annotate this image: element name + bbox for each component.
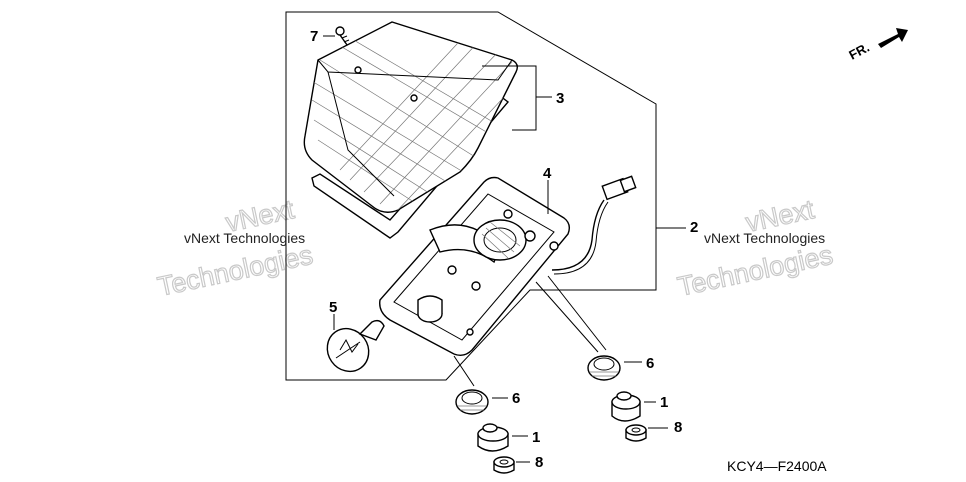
- housing-part-4: [379, 176, 571, 357]
- watermark-right-big-line2: Technologies: [675, 240, 835, 302]
- callout-2: 2: [690, 219, 698, 236]
- bulb-part-5: [326, 314, 385, 373]
- front-direction-indicator: FR.: [846, 28, 908, 63]
- callout-5: 5: [329, 299, 337, 316]
- leader-3: [482, 65, 552, 131]
- watermark-left-small: vNext Technologies: [184, 230, 305, 246]
- callout-3: 3: [556, 90, 564, 107]
- leaders-grommets: [453, 275, 607, 387]
- callout-7: 7: [310, 28, 318, 45]
- watermark-right-small: vNext Technologies: [704, 230, 825, 246]
- lens-gasket: [311, 95, 510, 239]
- watermark-left: vNext Technologies: [154, 193, 316, 302]
- watermark-right: vNext Technologies: [674, 193, 836, 302]
- watermark-left-big-line2: Technologies: [155, 240, 315, 302]
- nut-part-8-left: [493, 456, 530, 474]
- callout-4: 4: [543, 165, 552, 182]
- callout-8-left: 8: [535, 454, 543, 471]
- callout-1-right: 1: [660, 394, 668, 411]
- front-arrow-icon: [878, 28, 908, 48]
- nut-part-8-right: [625, 424, 668, 442]
- callout-1-left: 1: [532, 429, 540, 446]
- drawing-code: KCY4—F2400A: [727, 458, 827, 474]
- callout-6-left: 6: [512, 390, 520, 407]
- cushion-part-1-right: [611, 391, 656, 422]
- wire-connector: [551, 175, 637, 275]
- grommet-part-6-right: [587, 355, 642, 381]
- callout-8-right: 8: [674, 419, 682, 436]
- assembly-outline: [285, 11, 657, 381]
- callout-6-right: 6: [646, 355, 654, 372]
- grommet-part-6-left: [455, 389, 508, 415]
- cushion-part-1-left: [477, 423, 528, 452]
- lens-part-3: [303, 21, 519, 213]
- front-label: FR.: [846, 40, 872, 63]
